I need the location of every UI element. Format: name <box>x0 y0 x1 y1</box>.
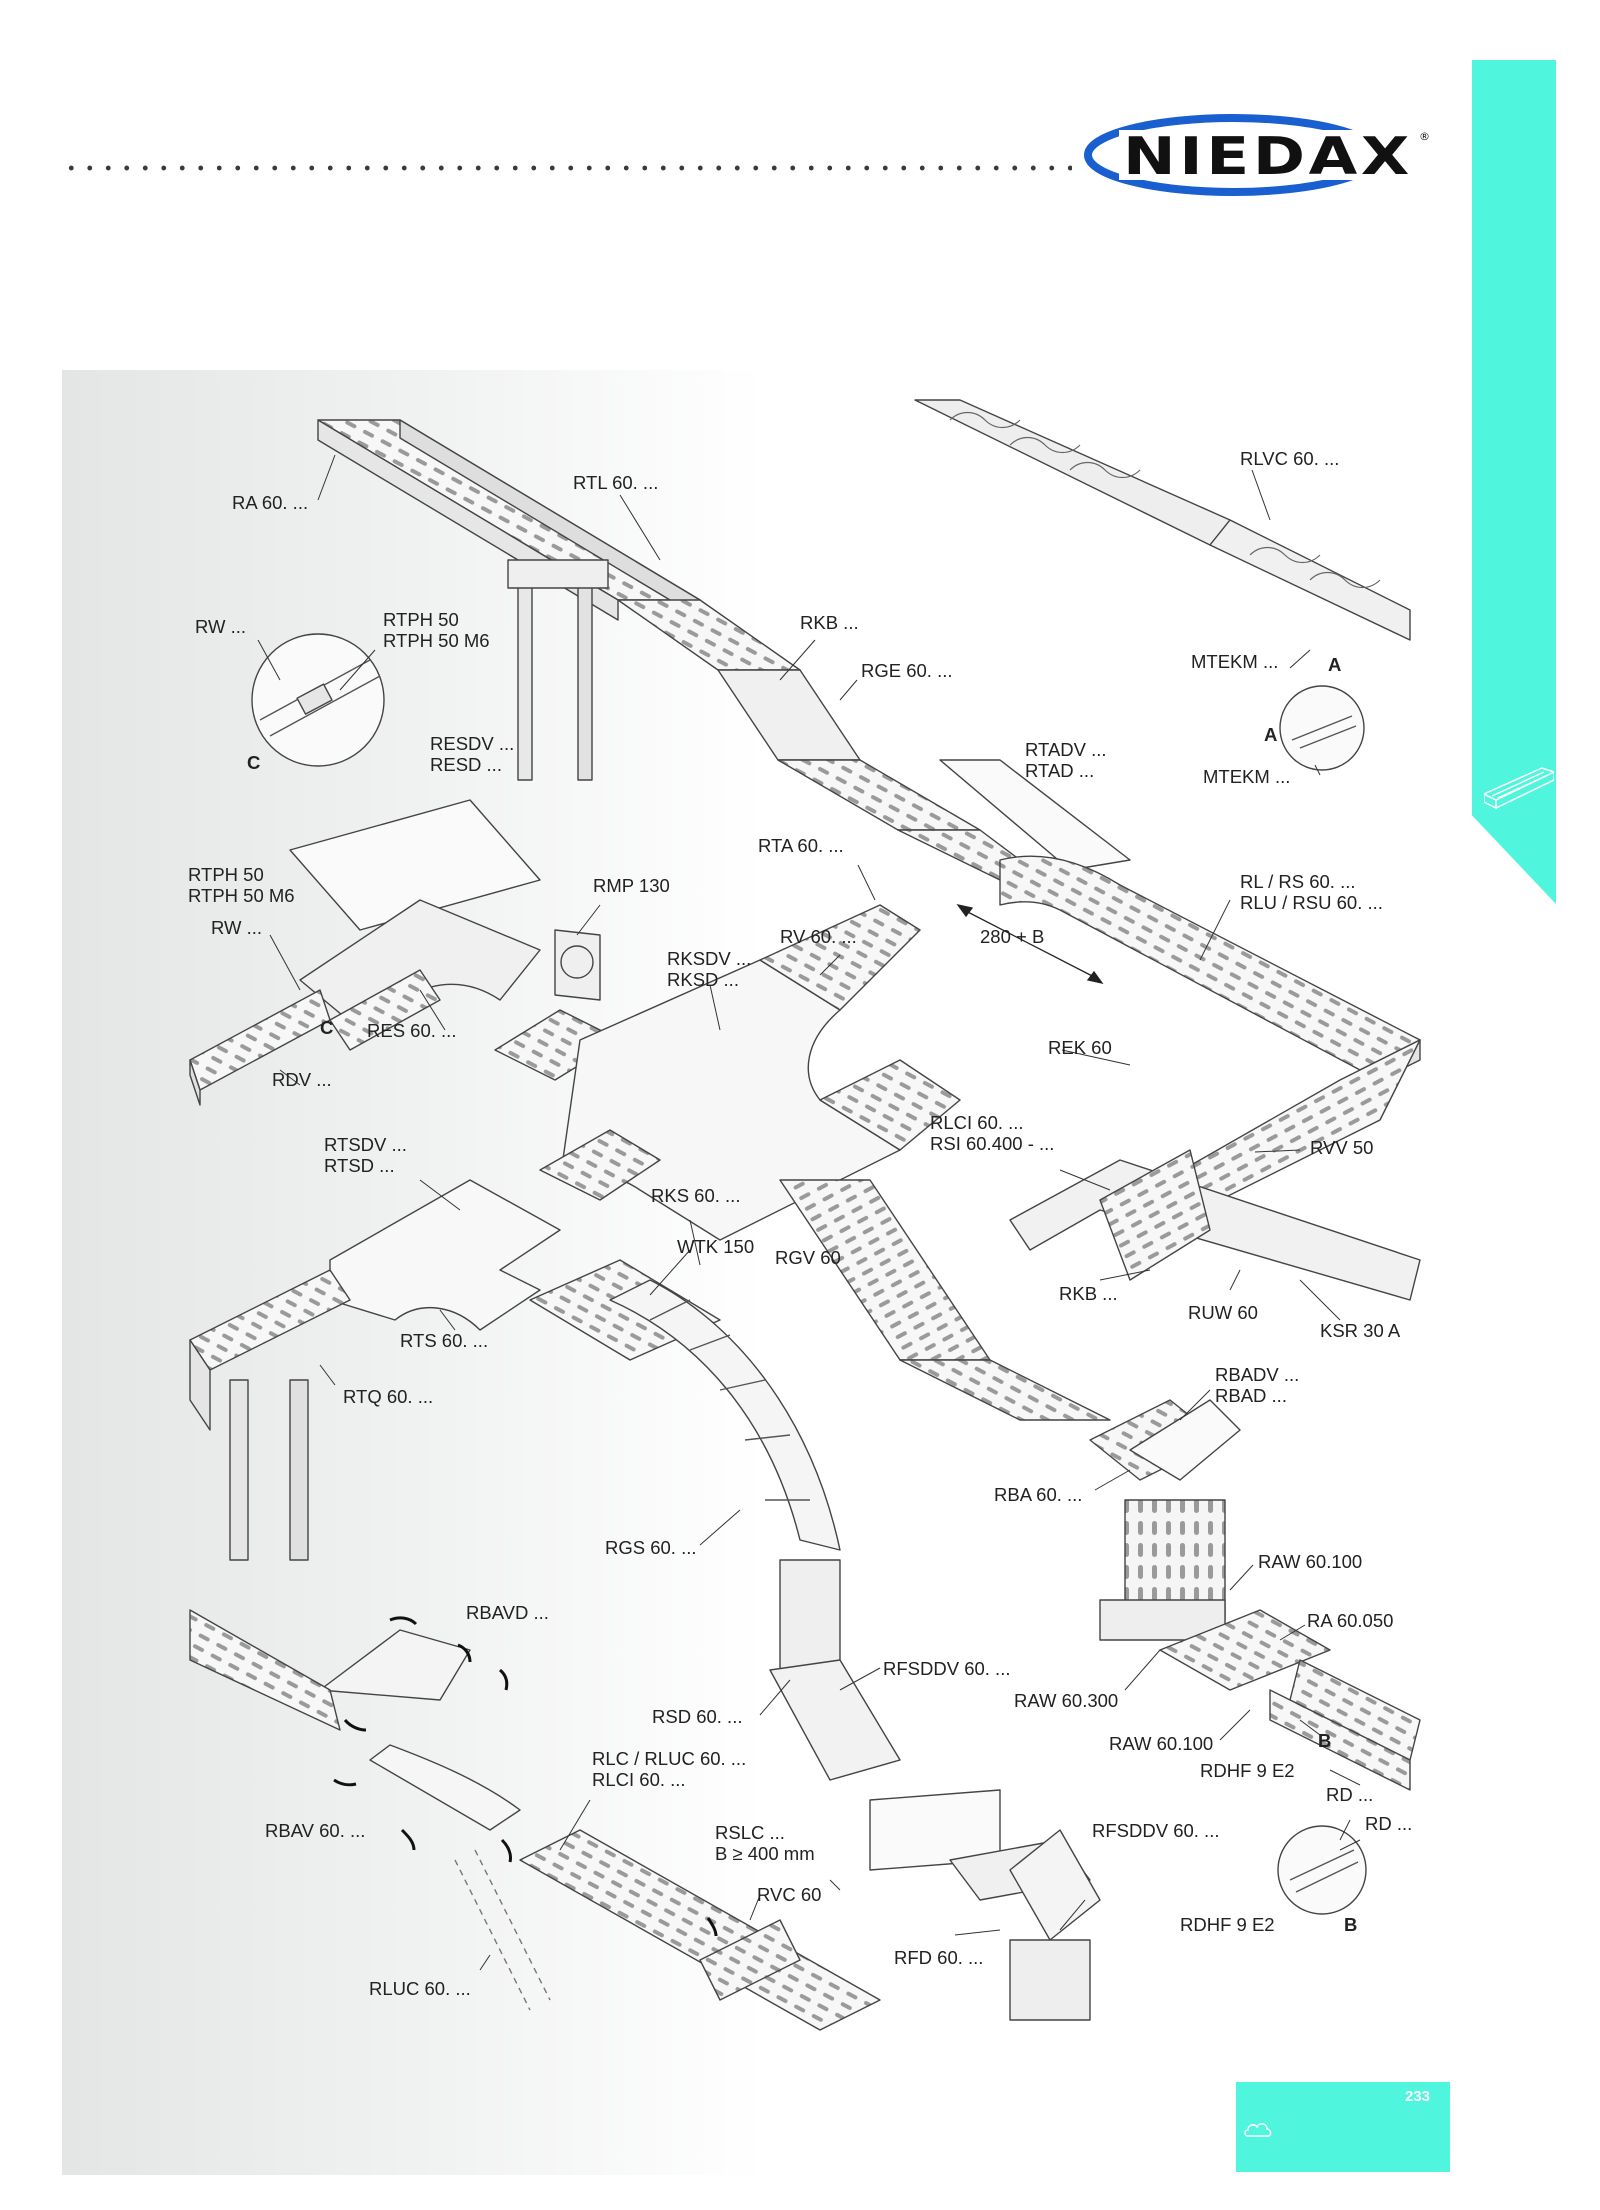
label-rba60: RBA 60. ... <box>994 1484 1083 1505</box>
label-rd-2: RD ... <box>1365 1813 1413 1834</box>
label-rgs60: RGS 60. ... <box>605 1537 697 1558</box>
niedax-logo: NIEDAX ® <box>1084 114 1430 196</box>
label-rtph-mid: RTPH 50 RTPH 50 M6 <box>188 864 295 906</box>
label-wtk150: WTK 150 <box>677 1236 755 1257</box>
label-rge60: RGE 60. ... <box>861 660 953 681</box>
label-res60: RES 60. ... <box>367 1020 457 1041</box>
svg-text:®: ® <box>1419 130 1430 143</box>
label-rfsddv-2: RFSDDV 60. ... <box>1092 1820 1220 1841</box>
label-raw60100-top: RAW 60.100 <box>1258 1551 1363 1572</box>
label-rtl60: RTL 60. ... <box>573 472 659 493</box>
label-rta60: RTA 60. ... <box>758 835 844 856</box>
label-a-2: A <box>1264 724 1278 745</box>
label-rw-mid: RW ... <box>211 917 263 938</box>
label-raw60300: RAW 60.300 <box>1014 1690 1119 1711</box>
label-dim-280: 280 + B <box>980 926 1045 947</box>
label-rdhf-2: RDHF 9 E2 <box>1180 1914 1275 1935</box>
label-rfsddv-1: RFSDDV 60. ... <box>883 1658 1011 1679</box>
label-rtadv: RTADV ... RTAD ... <box>1025 739 1107 781</box>
label-rbav60: RBAV 60. ... <box>265 1820 366 1841</box>
label-rlvc60: RLVC 60. ... <box>1240 448 1340 469</box>
label-rks60: RKS 60. ... <box>651 1185 741 1206</box>
chapter-tab <box>1472 60 1556 904</box>
label-c-1: C <box>247 752 261 773</box>
label-rvc60: RVC 60 <box>757 1884 822 1905</box>
label-rdhf-1: RDHF 9 E2 <box>1200 1760 1295 1781</box>
label-rw-top: RW ... <box>195 616 247 637</box>
label-rd-1: RD ... <box>1326 1784 1374 1805</box>
label-raw60100-bot: RAW 60.100 <box>1109 1733 1214 1754</box>
label-rtsdv: RTSDV ... RTSD ... <box>324 1134 407 1176</box>
label-rkb-mid: RKB ... <box>1059 1283 1118 1304</box>
label-rtq60: RTQ 60. ... <box>343 1386 434 1407</box>
label-ruw60: RUW 60 <box>1188 1302 1258 1323</box>
label-rsd60: RSD 60. ... <box>652 1706 743 1727</box>
label-rtph-top: RTPH 50 RTPH 50 M6 <box>383 609 490 651</box>
label-mtekm-2: MTEKM ... <box>1203 766 1291 787</box>
label-ksr30a: KSR 30 A <box>1320 1320 1401 1341</box>
label-b-2: B <box>1344 1914 1358 1935</box>
page-number: 233 <box>1405 2088 1431 2105</box>
label-rbadv: RBADV ... RBAD ... <box>1215 1364 1300 1406</box>
label-rvv50: RVV 50 <box>1310 1137 1374 1158</box>
label-rmp130: RMP 130 <box>593 875 670 896</box>
label-rluc60: RLUC 60. ... <box>369 1978 471 1999</box>
label-rgv60: RGV 60 <box>775 1247 841 1268</box>
label-rslc: RSLC ... B ≥ 400 mm <box>715 1822 815 1864</box>
dotted-rule <box>62 164 1072 172</box>
label-rts60: RTS 60. ... <box>400 1330 489 1351</box>
label-rkb-top: RKB ... <box>800 612 859 633</box>
label-mtekm-1: MTEKM ... <box>1191 651 1279 672</box>
label-rek60: REK 60 <box>1048 1037 1112 1058</box>
label-rksdv: RKSDV ... RKSD ... <box>667 948 752 990</box>
label-ra60: RA 60. ... <box>232 492 309 513</box>
label-ra60050: RA 60.050 <box>1307 1610 1394 1631</box>
cloud-icon <box>1244 2123 1272 2137</box>
label-rfd60: RFD 60. ... <box>894 1947 984 1968</box>
svg-text:NIEDAX: NIEDAX <box>1123 127 1413 187</box>
label-resdv: RESDV ... RESD ... <box>430 733 515 775</box>
label-rv60: RV 60. ... <box>780 926 857 947</box>
label-rl-rs: RL / RS 60. ... RLU / RSU 60. ... <box>1240 871 1383 913</box>
page-number-box <box>1236 2082 1450 2172</box>
label-rlc: RLC / RLUC 60. ... RLCI 60. ... <box>592 1748 747 1790</box>
label-c-2: C <box>320 1017 334 1038</box>
label-rdv: RDV ... <box>272 1069 332 1090</box>
label-b-1: B <box>1318 1730 1332 1751</box>
tray-thumbnail-icon <box>1484 767 1554 810</box>
label-rbavd: RBAVD ... <box>466 1602 549 1623</box>
label-rlci: RLCI 60. ... RSI 60.400 - ... <box>930 1112 1055 1154</box>
label-a-1: A <box>1328 654 1342 675</box>
